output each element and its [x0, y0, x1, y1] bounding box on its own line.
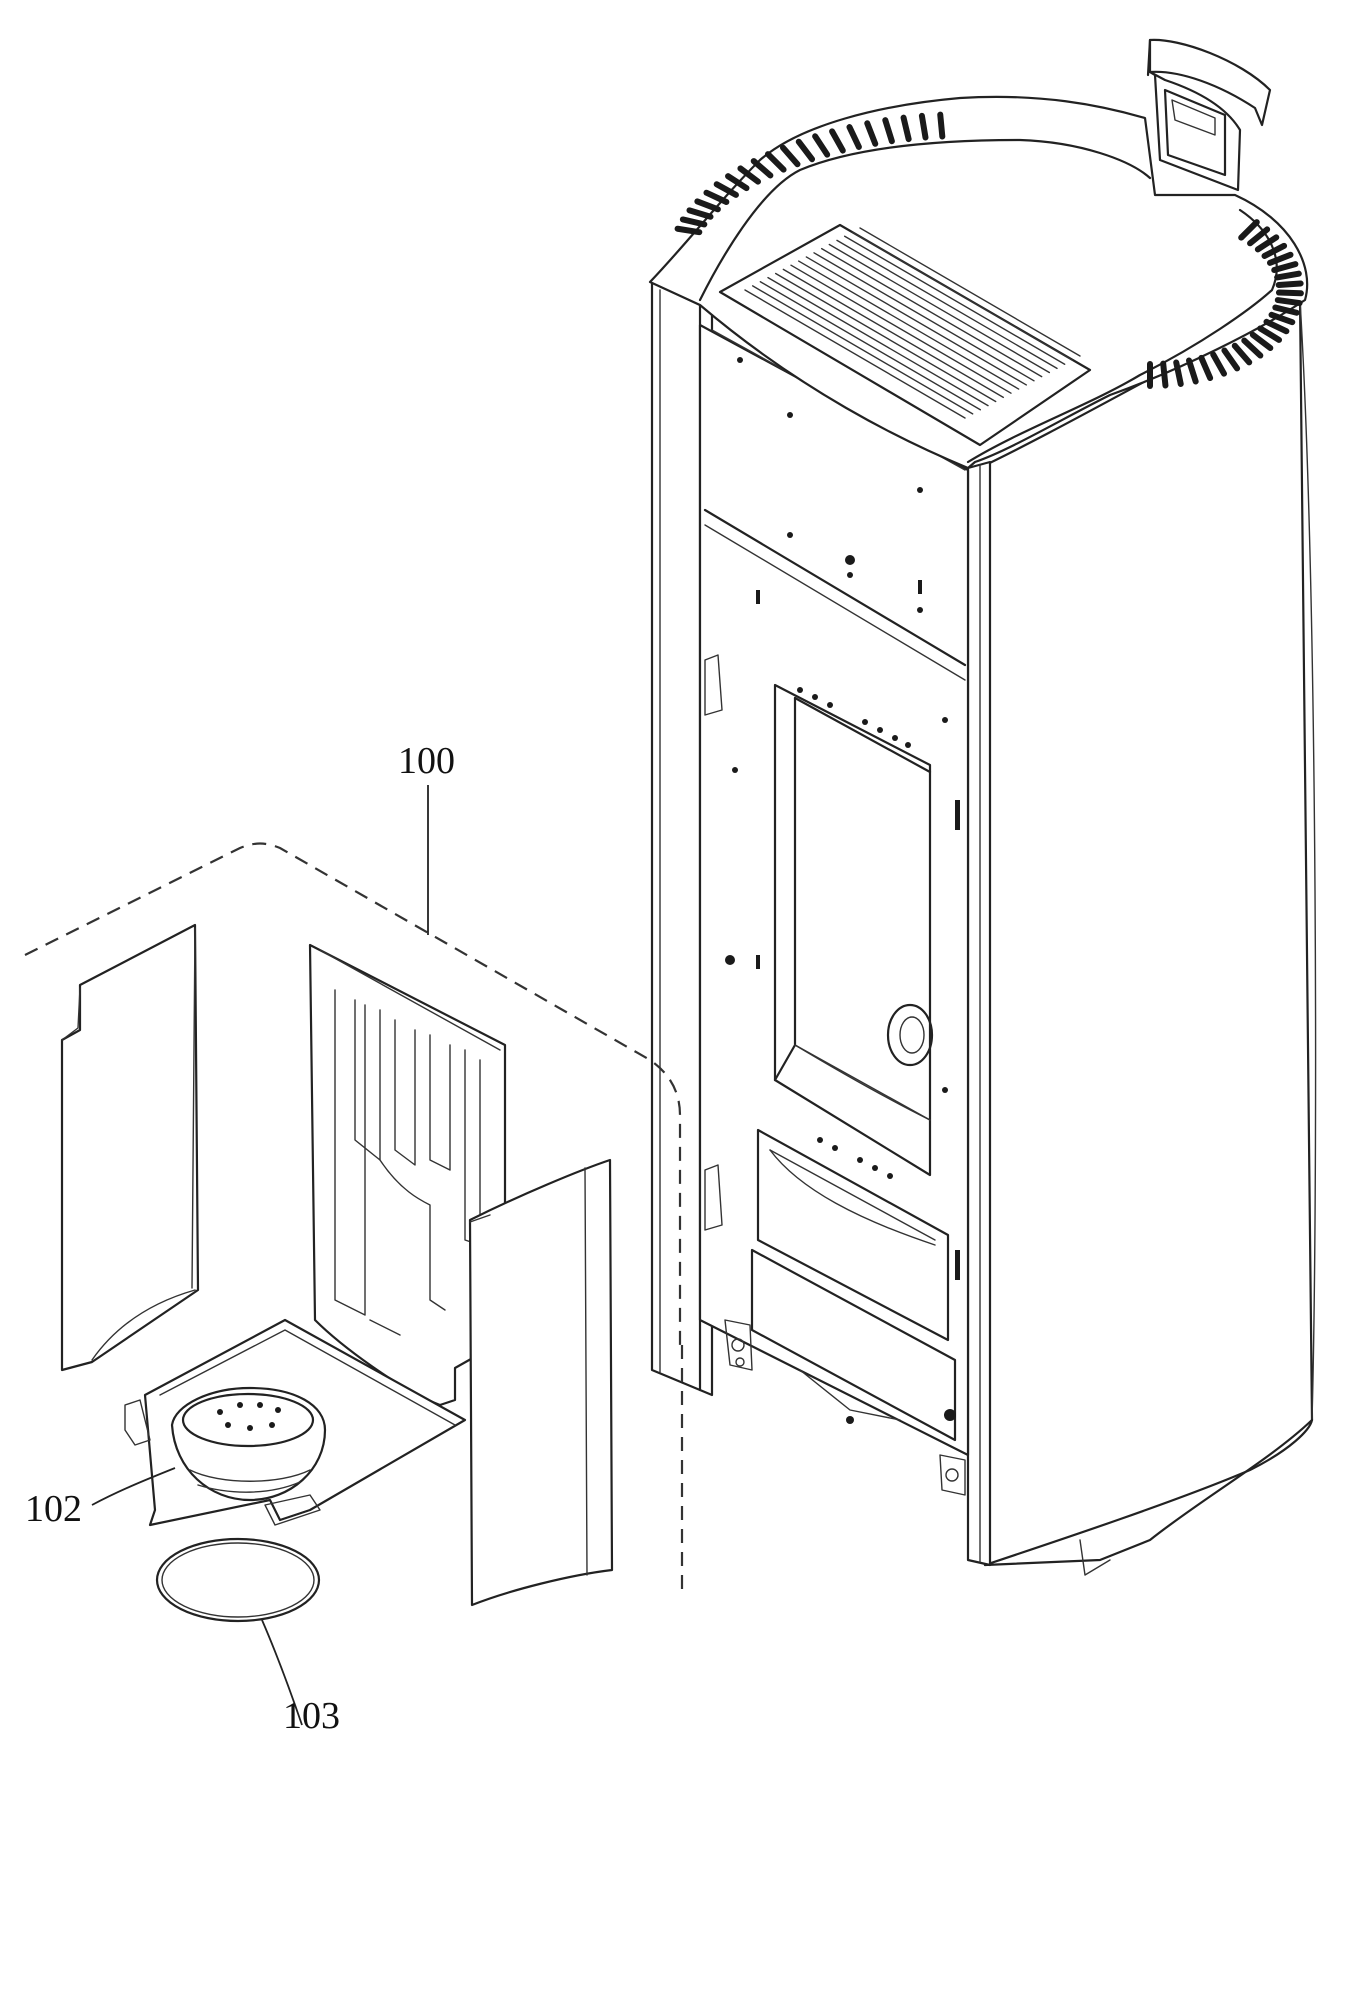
grille-slot: [859, 227, 1081, 357]
burner-pot-102: [170, 1386, 327, 1502]
leader-line-103: [261, 1619, 303, 1726]
vent-slot: [1173, 359, 1184, 387]
vent-slot: [900, 114, 912, 143]
vent-slot: [686, 207, 714, 220]
vent-slot: [812, 133, 831, 158]
vent-slot: [674, 225, 703, 236]
control-panel: [1146, 38, 1272, 192]
vent-slot: [1274, 270, 1302, 281]
vent-slot: [882, 117, 895, 145]
vent-slot: [864, 120, 879, 147]
vent-slot: [1271, 261, 1299, 274]
grille-slot: [843, 235, 1066, 365]
top-vent-slots: [674, 111, 1304, 389]
vent-slot: [829, 128, 846, 154]
grille-slot: [828, 243, 1051, 374]
vent-slot: [1274, 297, 1303, 307]
vent-slot: [1186, 357, 1199, 385]
vent-slot: [725, 173, 750, 192]
grille-slot: [805, 256, 1028, 386]
grille-slot: [797, 260, 1020, 390]
callout-102: 102: [25, 1488, 82, 1530]
vent-slot: [1238, 219, 1260, 241]
gasket-ring-103: [155, 1537, 321, 1623]
side-panel-left: [60, 923, 200, 1372]
vent-slot: [1261, 242, 1288, 259]
assembly-100-outline: [24, 842, 682, 1345]
vent-slot: [1254, 234, 1280, 253]
vent-slot: [937, 111, 946, 140]
stove-body: [648, 38, 1317, 1576]
vent-slot: [846, 124, 862, 150]
vent-slot: [1275, 280, 1304, 288]
callout-103: 103: [283, 1695, 340, 1737]
vent-slot: [713, 181, 739, 198]
vent-slot: [1263, 318, 1290, 335]
vent-slot: [1267, 251, 1294, 266]
vent-slot: [1231, 342, 1253, 366]
top-grille: [744, 227, 1081, 419]
vent-slot: [1247, 226, 1271, 247]
vent-slot: [694, 198, 721, 213]
grille-slot: [774, 272, 997, 403]
grille-slot: [836, 239, 1058, 370]
grille-slot: [790, 264, 1012, 394]
grille-slot: [767, 276, 989, 407]
grille-slot: [759, 281, 982, 411]
vent-slot: [1257, 325, 1283, 343]
grille-slot: [851, 231, 1074, 361]
vent-slot: [737, 165, 762, 185]
vent-slot: [1241, 337, 1264, 359]
leader-line-102: [91, 1467, 176, 1506]
callout-100: 100: [398, 740, 455, 782]
vent-slot: [1249, 331, 1274, 352]
vent-slot: [1198, 354, 1214, 382]
vent-slot: [918, 112, 929, 141]
grille-slot: [751, 285, 974, 415]
vent-slot: [795, 138, 816, 163]
vent-slot: [1272, 304, 1300, 316]
vent-slot: [1210, 351, 1228, 377]
vent-slot: [679, 216, 708, 228]
side-panel-curved: [468, 1158, 614, 1607]
grille-slot: [744, 289, 966, 419]
vent-slot: [1275, 289, 1304, 297]
grille-slot: [820, 247, 1043, 378]
vent-slot: [1221, 347, 1241, 372]
grille-slot: [782, 268, 1005, 399]
vent-slot: [1268, 311, 1296, 326]
vent-slot: [1147, 361, 1153, 389]
vent-slot: [750, 158, 774, 179]
grille-slot: [813, 252, 1035, 382]
fastener-dots: [725, 357, 960, 1424]
vent-slot: [1160, 360, 1169, 389]
vent-slot: [779, 144, 801, 168]
vent-slot: [764, 151, 787, 173]
vent-slot: [703, 189, 730, 205]
